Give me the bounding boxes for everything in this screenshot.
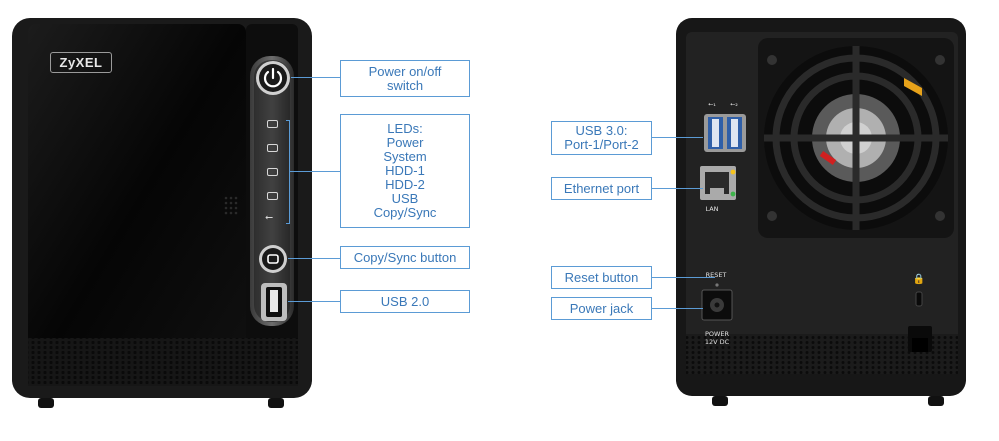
system-led-icon <box>267 144 278 152</box>
led-callout: LEDs: Power System HDD-1 HDD-2 USB Copy/… <box>340 114 470 228</box>
reset-callout: Reset button <box>551 266 652 289</box>
led-bracket <box>286 120 290 224</box>
power-led-icon <box>267 120 278 128</box>
back-device <box>676 18 966 406</box>
brand-logo: ZyXEL <box>50 52 112 73</box>
usb-port2-icon: ⭠₂ <box>730 100 738 108</box>
led-indicators: ⭠ <box>265 118 281 228</box>
copy-icon <box>267 254 279 264</box>
usb3-callout-line <box>651 137 703 138</box>
power-jack-callout: Power jack <box>551 297 652 320</box>
power-callout-line <box>291 77 341 78</box>
usb3-callout: USB 3.0: Port-1/Port-2 <box>551 121 652 155</box>
reset-callout-line <box>651 277 715 278</box>
ethernet-callout-line <box>651 188 703 189</box>
power-jack-callout-line <box>651 308 703 309</box>
led-callout-line <box>290 171 341 172</box>
ethernet-callout: Ethernet port <box>551 177 652 200</box>
copy-sync-button[interactable] <box>258 244 288 274</box>
hdd1-led-icon <box>267 168 278 176</box>
copy-sync-callout: Copy/Sync button <box>340 246 470 269</box>
reset-label: RESET <box>705 271 727 279</box>
copy-sync-callout-line <box>288 258 341 259</box>
usb2-callout: USB 2.0 <box>340 290 470 313</box>
front-device <box>12 18 312 408</box>
usb-led-icon: ⭠ <box>265 212 273 223</box>
usb2-callout-line <box>288 301 341 302</box>
usb2-port[interactable] <box>260 282 288 322</box>
lock-icon: 🔒 <box>912 274 926 285</box>
power-rating-label: 12V DC <box>704 338 730 346</box>
lan-label: LAN <box>705 205 719 213</box>
power-icon <box>263 70 283 88</box>
hdd2-led-icon <box>267 192 278 200</box>
power-button[interactable] <box>255 60 291 96</box>
power-label: POWER <box>704 330 730 338</box>
power-callout: Power on/off switch <box>340 60 470 97</box>
usb-port1-icon: ⭠₁ <box>708 100 716 108</box>
